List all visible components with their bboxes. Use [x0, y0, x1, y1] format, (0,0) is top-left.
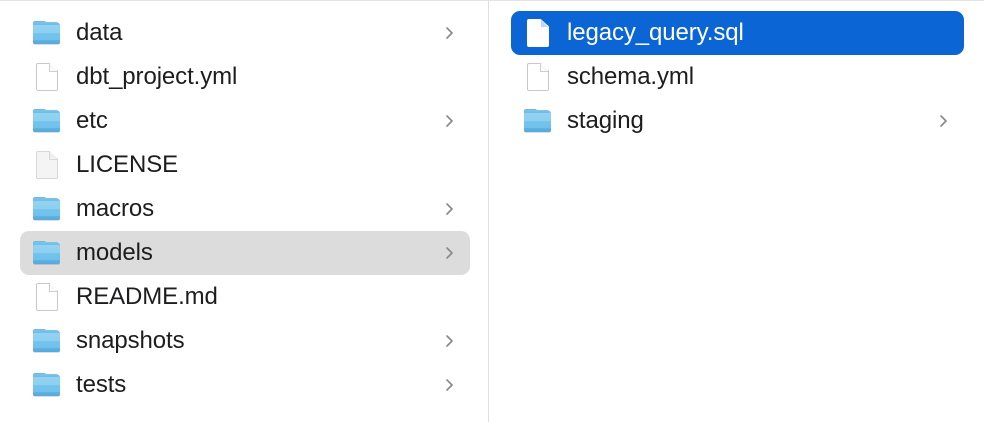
list-item-label: dbt_project.yml — [76, 63, 238, 90]
chevron-right-icon[interactable] — [444, 112, 456, 130]
chevron-right-icon[interactable] — [444, 332, 456, 350]
chevron-right-icon[interactable] — [444, 200, 456, 218]
list-item[interactable]: dbt_project.yml — [20, 55, 470, 99]
chevron-right-icon[interactable] — [444, 376, 456, 394]
folder-icon — [32, 104, 62, 138]
list-item[interactable]: macros — [20, 187, 470, 231]
document-icon — [32, 280, 62, 314]
list-item[interactable]: README.md — [20, 275, 470, 319]
list-item-label: LICENSE — [76, 151, 179, 178]
list-item-selected[interactable]: models — [20, 231, 470, 275]
folder-icon — [32, 368, 62, 402]
list-item-label: data — [76, 19, 123, 46]
folder-icon — [32, 192, 62, 226]
list-item[interactable]: schema.yml — [511, 55, 964, 99]
list-item-label: README.md — [76, 283, 218, 310]
chevron-right-icon[interactable] — [938, 112, 950, 130]
list-item-label: etc — [76, 107, 108, 134]
list-item-selected[interactable]: legacy_query.sql — [511, 11, 964, 55]
list-item-label: models — [76, 239, 153, 266]
list-item-label: legacy_query.sql — [567, 19, 744, 46]
child-column: legacy_query.sql schema.yml staging — [489, 1, 984, 422]
list-item-label: staging — [567, 107, 644, 134]
chevron-right-icon[interactable] — [444, 24, 456, 42]
list-item[interactable]: LICENSE — [20, 143, 470, 187]
list-item[interactable]: staging — [511, 99, 964, 143]
list-item-label: snapshots — [76, 327, 185, 354]
folder-icon — [32, 16, 62, 50]
document-plain-icon — [32, 148, 62, 182]
parent-column: data dbt_project.yml etc — [0, 1, 489, 422]
folder-icon — [32, 236, 62, 270]
document-icon — [523, 60, 553, 94]
document-icon — [523, 16, 553, 50]
list-item[interactable]: tests — [20, 363, 470, 407]
list-item-label: schema.yml — [567, 63, 695, 90]
folder-icon — [523, 104, 553, 138]
folder-icon — [32, 324, 62, 358]
list-item[interactable]: data — [20, 11, 470, 55]
list-item[interactable]: snapshots — [20, 319, 470, 363]
list-item-label: tests — [76, 371, 127, 398]
chevron-right-icon[interactable] — [444, 244, 456, 262]
list-item[interactable]: etc — [20, 99, 470, 143]
list-item-label: macros — [76, 195, 155, 222]
document-icon — [32, 60, 62, 94]
